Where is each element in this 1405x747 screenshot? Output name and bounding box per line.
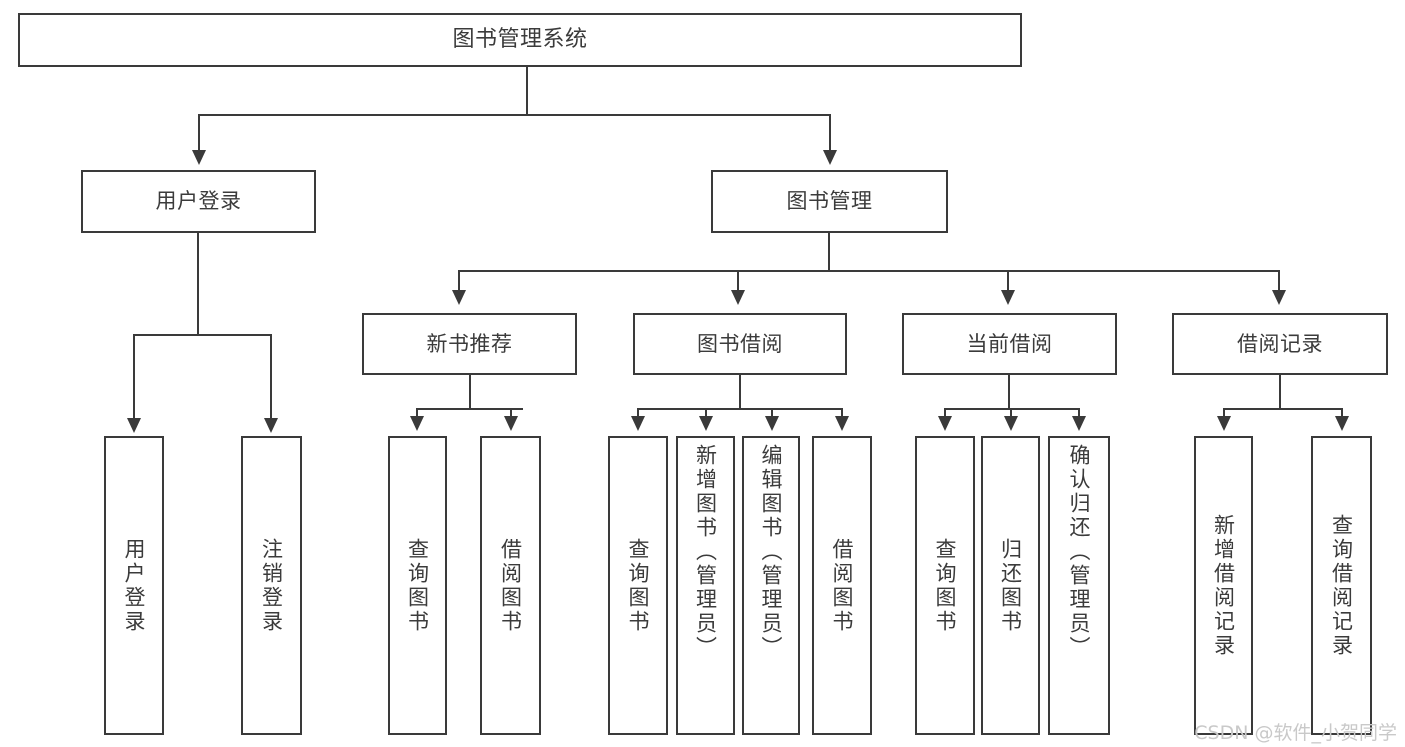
arrow-bb-leaf-2 [699, 416, 713, 431]
node-label: 归还图书 [998, 537, 1023, 634]
connector-root-to-user-login [198, 114, 200, 152]
node-label: 图书管理系统 [452, 27, 588, 53]
leaf-user-login-login[interactable]: 用户登录 [104, 436, 164, 735]
arrow-bm-to-new-book-recommend [452, 290, 466, 305]
leaf-user-login-logout[interactable]: 注销登录 [241, 436, 302, 735]
node-label: 注销登录 [259, 537, 284, 634]
connector-cb-branch-1 [944, 408, 946, 418]
connector-cb-stem [1008, 375, 1010, 409]
connector-user-login-bar [133, 334, 272, 336]
node-label: 当前借阅 [966, 331, 1053, 356]
connector-bb-stem [739, 375, 741, 409]
arrow-bm-to-current-borrow [1001, 290, 1015, 305]
leaf-book-borrow-edit[interactable]: 编辑图书（管理员） [742, 436, 800, 735]
connector-nbr-stem [469, 375, 471, 409]
connector-br-stem [1279, 375, 1281, 409]
node-label: 借阅图书 [498, 537, 523, 634]
watermark-text: CSDN @软件_小贺同学 [1194, 722, 1397, 744]
leaf-new-book-query[interactable]: 查询图书 [388, 436, 447, 735]
node-label: 查询图书 [933, 537, 958, 634]
arrow-user-login-leaf-2 [264, 418, 278, 433]
connector-bm-branch-2 [737, 270, 739, 292]
arrow-user-login-leaf-1 [127, 418, 141, 433]
node-label: 新书推荐 [426, 331, 513, 356]
connector-user-login-stem [197, 233, 199, 335]
connector-br-branch-2 [1341, 408, 1343, 418]
node-label: 图书借阅 [697, 331, 783, 356]
node-book-borrow[interactable]: 图书借阅 [633, 313, 847, 375]
arrow-cb-leaf-1 [938, 416, 952, 431]
arrow-root-to-user-login [192, 150, 206, 165]
arrow-root-to-book-management [823, 150, 837, 165]
leaf-current-borrow-query[interactable]: 查询图书 [915, 436, 975, 735]
connector-nbr-branch-1 [416, 408, 418, 418]
arrow-bm-to-borrow-record [1272, 290, 1286, 305]
leaf-book-borrow-borrow[interactable]: 借阅图书 [812, 436, 872, 735]
connector-bm-branch-1 [458, 270, 460, 292]
connector-root-stem [526, 67, 528, 115]
connector-bb-branch-2 [705, 408, 707, 418]
connector-root-bar [198, 114, 830, 116]
arrow-bb-leaf-3 [765, 416, 779, 431]
connector-bb-branch-1 [637, 408, 639, 418]
connector-bb-bar [637, 408, 842, 410]
leaf-borrow-record-add[interactable]: 新增借阅记录 [1194, 436, 1253, 735]
node-label: 编辑图书（管理员） [759, 444, 784, 660]
arrow-bb-leaf-4 [835, 416, 849, 431]
node-current-borrow[interactable]: 当前借阅 [902, 313, 1117, 375]
arrow-br-leaf-1 [1217, 416, 1231, 431]
connector-nbr-branch-2 [510, 408, 512, 418]
connector-br-branch-1 [1223, 408, 1225, 418]
node-root-book-management-system[interactable]: 图书管理系统 [18, 13, 1022, 67]
leaf-borrow-record-query[interactable]: 查询借阅记录 [1311, 436, 1372, 735]
connector-br-bar [1223, 408, 1342, 410]
connector-cb-branch-2 [1010, 408, 1012, 418]
node-label: 用户登录 [155, 189, 242, 214]
node-label: 确认归还（管理员） [1067, 444, 1092, 660]
node-borrow-record[interactable]: 借阅记录 [1172, 313, 1388, 375]
connector-bm-branch-4 [1278, 270, 1280, 292]
arrow-bm-to-book-borrow [731, 290, 745, 305]
connector-root-to-book-management [829, 114, 831, 152]
node-label: 查询图书 [405, 537, 430, 634]
connector-bb-branch-4 [841, 408, 843, 418]
node-label: 新增图书（管理员） [693, 444, 718, 660]
node-label: 查询借阅记录 [1329, 513, 1354, 658]
leaf-book-borrow-query[interactable]: 查询图书 [608, 436, 668, 735]
node-new-book-recommend[interactable]: 新书推荐 [362, 313, 577, 375]
node-label: 查询图书 [626, 537, 651, 634]
node-label: 借阅图书 [830, 537, 855, 634]
node-label: 借阅记录 [1237, 331, 1323, 356]
connector-nbr-bar [416, 408, 523, 410]
connector-user-login-branch-1 [133, 334, 135, 420]
node-label: 用户登录 [122, 537, 147, 634]
connector-book-management-bar [458, 270, 1280, 272]
arrow-cb-leaf-2 [1004, 416, 1018, 431]
arrow-bb-leaf-1 [631, 416, 645, 431]
node-book-management[interactable]: 图书管理 [711, 170, 948, 233]
connector-book-management-stem [828, 233, 830, 272]
connector-cb-branch-3 [1078, 408, 1080, 418]
arrow-nbr-leaf-2 [504, 416, 518, 431]
node-label: 图书管理 [786, 189, 873, 214]
leaf-current-borrow-confirm-return[interactable]: 确认归还（管理员） [1048, 436, 1110, 735]
arrow-cb-leaf-3 [1072, 416, 1086, 431]
node-label: 新增借阅记录 [1211, 513, 1236, 658]
leaf-book-borrow-add[interactable]: 新增图书（管理员） [676, 436, 735, 735]
arrow-nbr-leaf-1 [410, 416, 424, 431]
arrow-br-leaf-2 [1335, 416, 1349, 431]
connector-user-login-branch-2 [270, 334, 272, 420]
connector-bb-branch-3 [771, 408, 773, 418]
connector-bm-branch-3 [1007, 270, 1009, 292]
node-user-login[interactable]: 用户登录 [81, 170, 316, 233]
leaf-new-book-borrow[interactable]: 借阅图书 [480, 436, 541, 735]
leaf-current-borrow-return[interactable]: 归还图书 [981, 436, 1040, 735]
